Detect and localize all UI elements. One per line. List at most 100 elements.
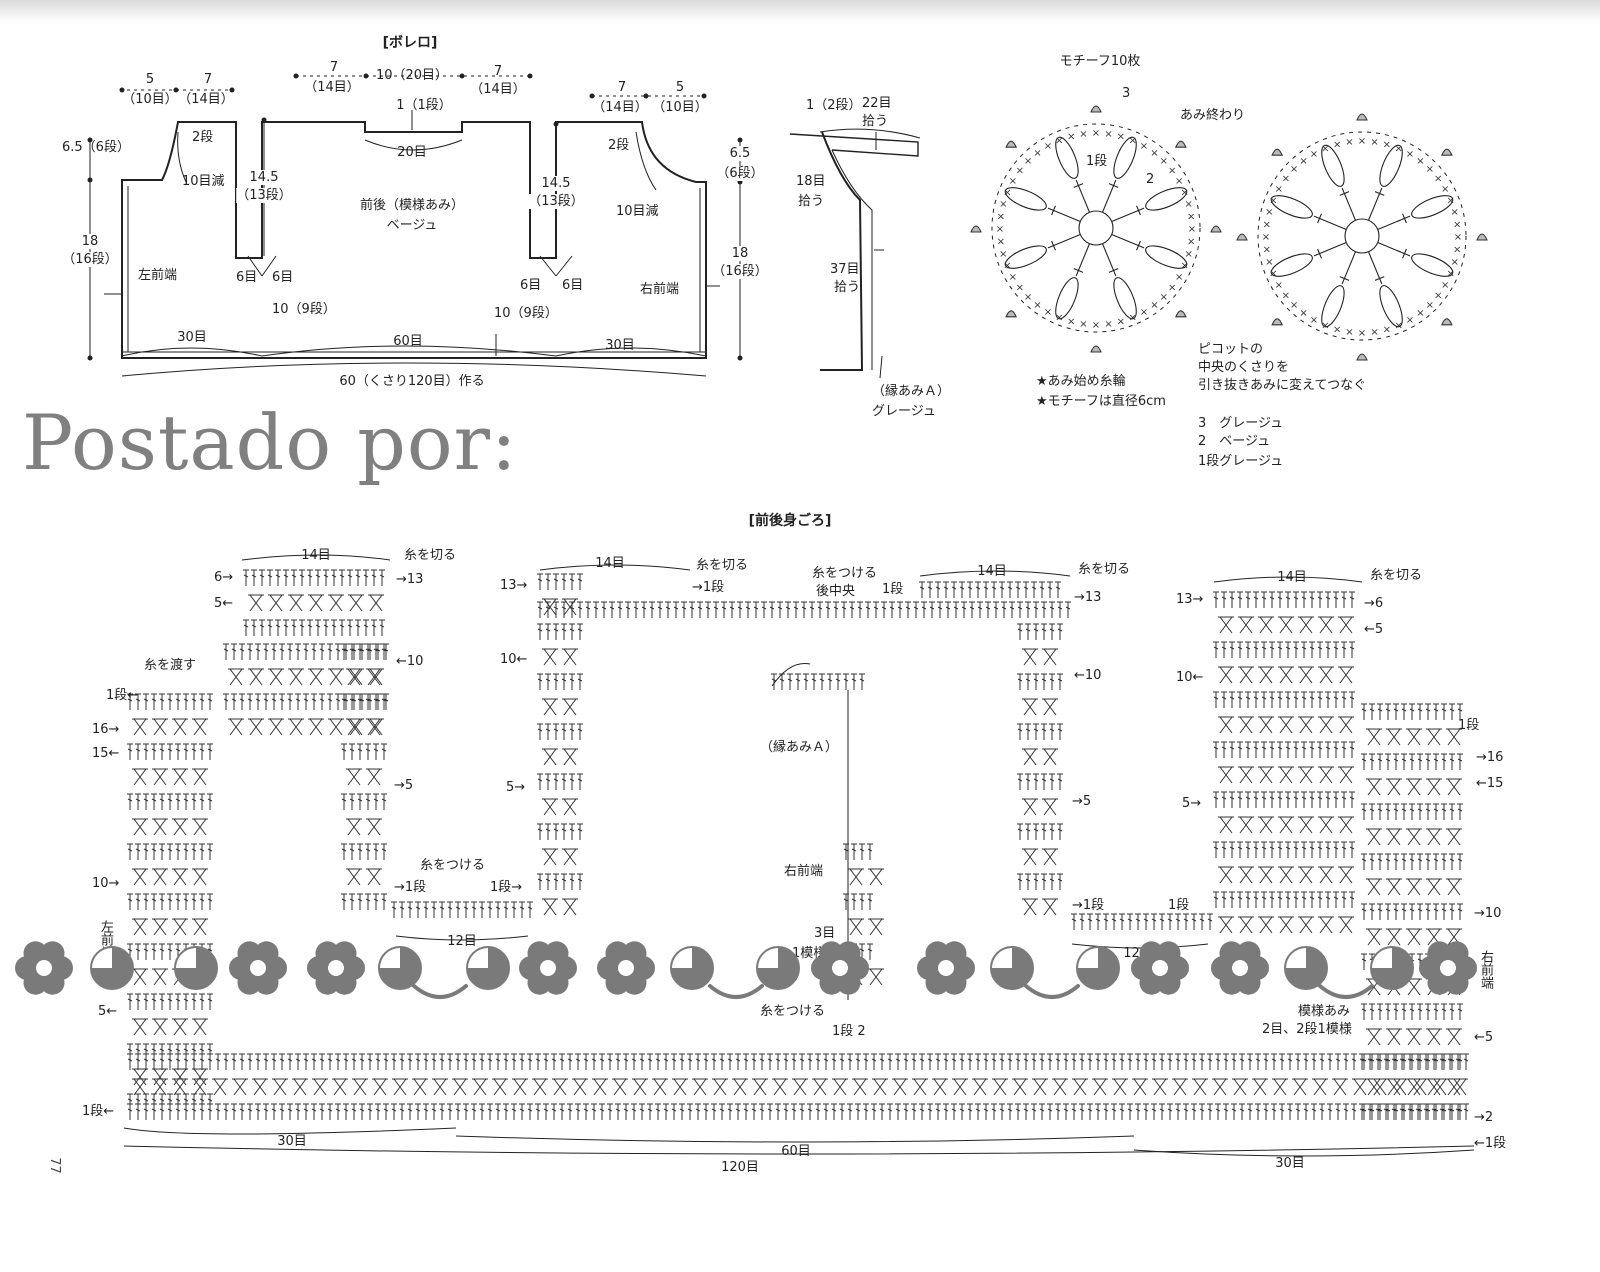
pie-icon [1370,946,1414,990]
height-left-total-rows: （16段） [62,252,118,267]
svg-text:×: × [1067,131,1075,142]
row-6-d: →6 [1364,596,1384,611]
svg-text:×: × [1003,261,1011,272]
width-mid-a: 7 [329,60,339,75]
flower-icon [1419,941,1477,995]
svg-text:×: × [1185,199,1193,210]
svg-text:×: × [1188,224,1196,235]
flower-icon [1131,941,1189,995]
row-1-d-right: 1段 [1458,718,1480,733]
pie-icon [670,946,714,990]
width-right-b: 5 [675,80,685,95]
st14-b: 14目 [595,556,625,571]
chart-base-30-left: 30目 [277,1134,307,1149]
edging-outline [820,131,864,371]
width-right-a-rows: （14目） [592,100,648,115]
svg-text:×: × [1117,317,1125,328]
row-1-a: →1段 [394,880,427,895]
svg-text:×: × [1416,156,1424,167]
row-1-c: 1段 [882,582,904,597]
armhole-left-rows: （13段） [236,188,292,203]
svg-text:×: × [1269,269,1277,280]
svg-text:×: × [1187,211,1195,222]
row-13-left: →13 [396,572,424,587]
svg-text:×: × [1434,290,1442,301]
row-1-2: 1段 2 [832,1024,866,1039]
svg-text:×: × [1003,187,1011,198]
stitch-block-armhole-base-b [1071,913,1213,930]
svg-text:×: × [1079,319,1087,330]
svg-text:×: × [1345,327,1353,338]
stitch-block-left-armhole [341,643,387,910]
svg-text:×: × [1275,280,1283,291]
svg-text:×: × [1129,135,1137,146]
pie-icon [378,946,422,990]
height-left-total: 18 [81,234,99,249]
width-mid-c: 7 [493,64,503,79]
svg-text:×: × [1140,141,1148,152]
page-shadow [0,0,1600,22]
svg-text:×: × [1117,131,1125,142]
attach-top: 糸をつける [812,566,878,581]
row-2-d: →2 [1474,1110,1494,1125]
attach-b: 糸をつける [760,1004,826,1019]
pie-icon [1284,946,1328,990]
edge-pick-37b: 拾う [834,280,861,295]
motif-color-1: 1段グレージュ [1198,454,1284,469]
svg-text:×: × [1140,307,1148,318]
st14-d: 14目 [1277,570,1307,585]
row-15-d: ←15 [1476,776,1504,791]
ten-nine-left: 10（9段） [272,302,336,317]
motif-color-2: 2 ベージュ [1198,434,1271,449]
flower-icon [1211,941,1269,995]
pattern-name: 模様あみ [1298,1004,1351,1019]
svg-text:×: × [1290,300,1298,311]
width-mid-b: 10（20目） [375,68,449,83]
svg-text:×: × [1168,166,1176,177]
svg-text:×: × [1265,207,1273,218]
svg-text:×: × [1079,129,1087,140]
pie-icon [466,946,510,990]
svg-text:×: × [1033,148,1041,159]
row-10-c: ←10 [1074,668,1102,683]
svg-text:×: × [1453,219,1461,230]
row-10-a: ←10 [396,654,424,669]
six-st-3: 6目 [520,278,542,293]
edge-one-two: 1（2段） [806,98,862,113]
cut-d: 糸を切る [1370,568,1423,583]
row-1b-left: 1段← [82,1104,115,1119]
base-60: 60目 [393,334,423,349]
flower-icon [597,941,655,995]
width-mid-c-rows: （14目） [470,82,526,97]
svg-text:×: × [1129,313,1137,324]
stitch-block-left-shoulder [243,569,385,636]
edge-a-name: （縁あみＡ） [760,740,839,755]
svg-text:×: × [1180,261,1188,272]
svg-text:×: × [1383,139,1391,150]
svg-text:×: × [999,249,1007,260]
motif-color-3: 3 グレージュ [1198,416,1284,431]
pie-icon [756,946,800,990]
base-30-left: 30目 [177,330,207,345]
svg-text:×: × [1290,164,1298,175]
width-left-b-rows: （14目） [178,92,234,107]
neck-rows: 1（1段） [396,98,452,113]
svg-text:×: × [1282,290,1290,301]
chart-base-30-right: 30目 [1275,1156,1305,1171]
svg-text:×: × [1275,184,1283,195]
st14-a: 14目 [301,548,331,563]
row-1-b: →1段 [692,580,725,595]
svg-text:×: × [1406,149,1414,160]
svg-text:×: × [1321,321,1329,332]
svg-text:×: × [1395,321,1403,332]
st14-c: 14目 [977,564,1007,579]
svg-text:×: × [1282,174,1290,185]
cut-b: 糸を切る [696,558,749,573]
svg-text:×: × [1441,280,1449,291]
svg-text:×: × [1370,327,1378,338]
edge-pick-22: 22目 [862,96,892,111]
svg-text:×: × [1185,249,1193,260]
base-30-right: 30目 [605,338,635,353]
